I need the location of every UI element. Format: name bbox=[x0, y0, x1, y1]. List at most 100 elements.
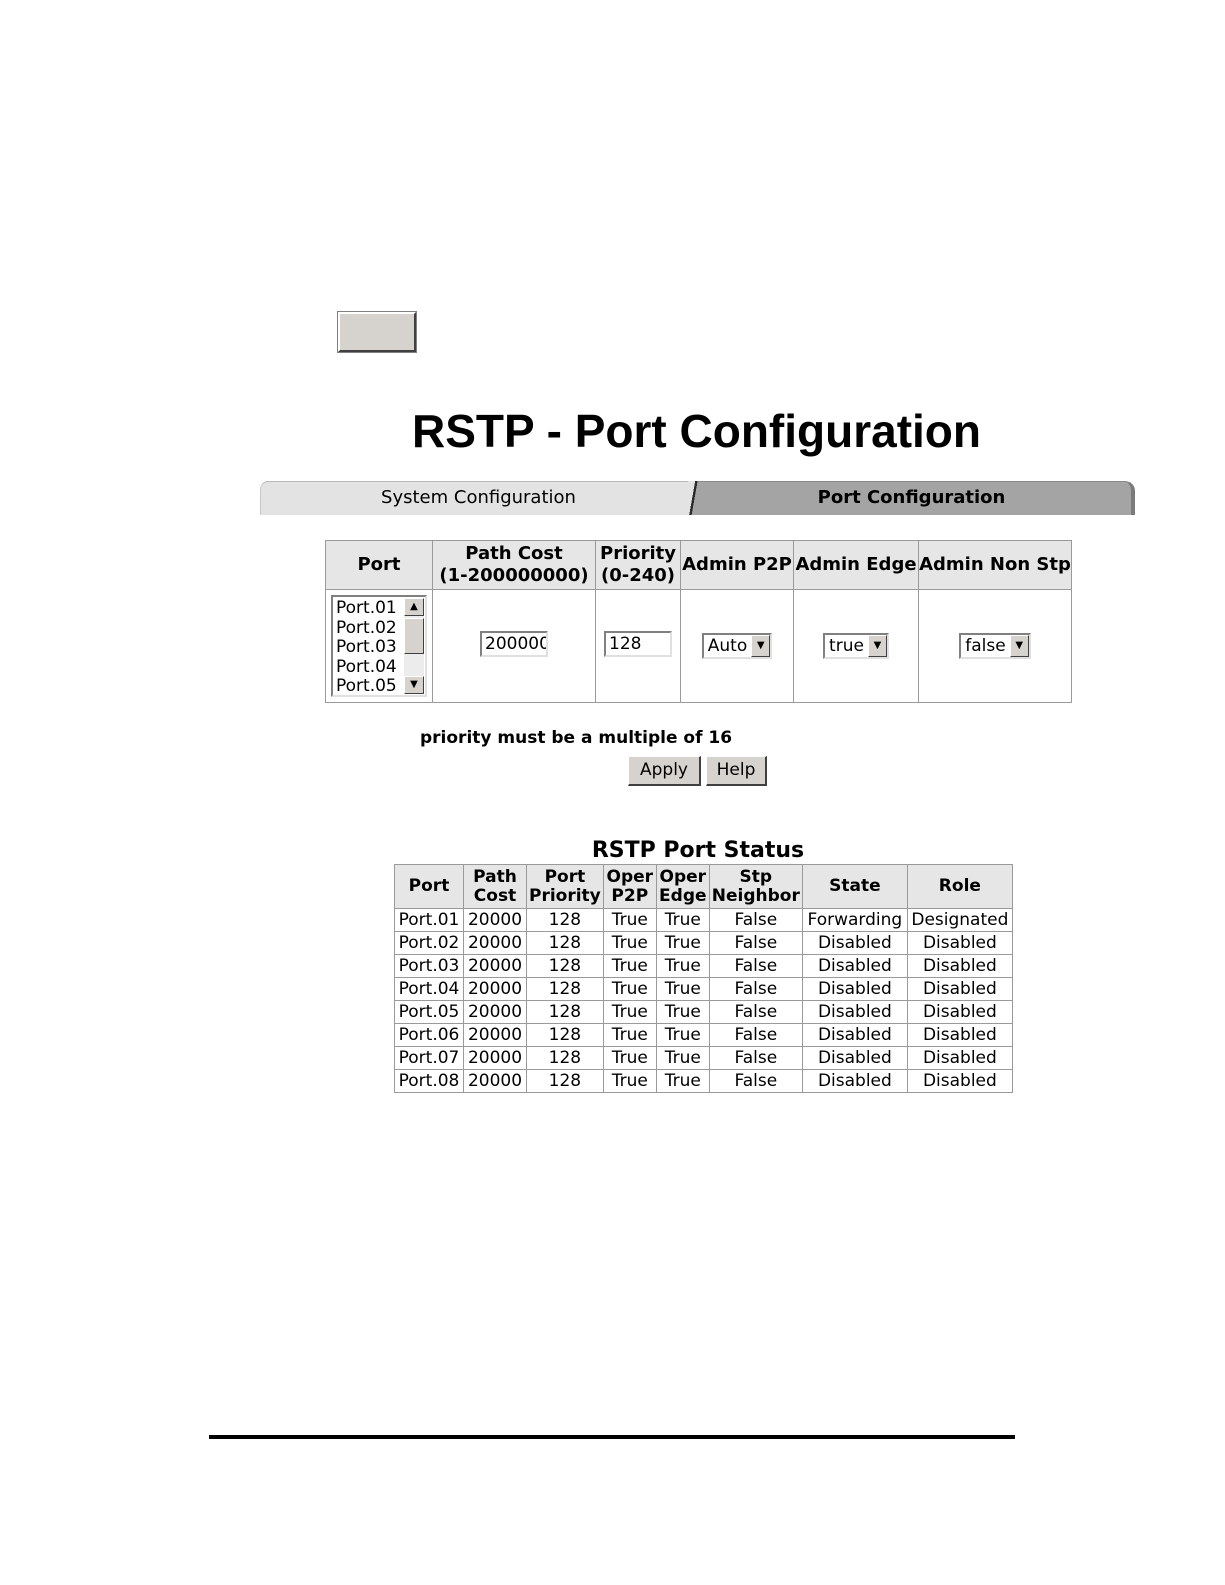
cell-state: Disabled bbox=[801, 1000, 908, 1024]
cell-oper-p2p: True bbox=[602, 1023, 657, 1047]
cell-path-cost: 20000 bbox=[463, 1046, 527, 1070]
cell-oper-p2p: True bbox=[602, 908, 657, 932]
cell-role: Disabled bbox=[906, 1000, 1013, 1024]
admin-edge-select[interactable]: true ▼ bbox=[823, 633, 889, 659]
priority-input[interactable]: 128 bbox=[604, 631, 672, 657]
cell-role: Disabled bbox=[906, 931, 1013, 955]
cell-path-cost: 20000 bbox=[463, 1000, 527, 1024]
cell-path-cost: 20000 bbox=[463, 1069, 527, 1093]
cell-oper-p2p: True bbox=[602, 954, 657, 978]
cell-port: Port.05 bbox=[394, 1000, 464, 1024]
cell-oper-edge: True bbox=[655, 1069, 710, 1093]
port-option[interactable]: Port.04 bbox=[336, 656, 397, 677]
cell-port: Port.01 bbox=[394, 908, 464, 932]
path-cost-input[interactable]: 200000 bbox=[480, 631, 548, 657]
col-header-admin-non-stp: Admin Non Stp bbox=[918, 540, 1072, 590]
cell-state: Disabled bbox=[801, 977, 908, 1001]
port-listbox[interactable]: Port.01 Port.02 Port.03 Port.04 Port.05 … bbox=[331, 595, 427, 697]
dropdown-arrow-icon[interactable]: ▼ bbox=[1009, 635, 1029, 657]
cell-role: Disabled bbox=[906, 1023, 1013, 1047]
cell-role: Disabled bbox=[906, 1046, 1013, 1070]
cell-role: Disabled bbox=[906, 977, 1013, 1001]
priority-cell: 128 bbox=[595, 589, 681, 703]
cell-role: Designated bbox=[906, 908, 1013, 932]
port-cell: Port.01 Port.02 Port.03 Port.04 Port.05 … bbox=[325, 589, 433, 703]
status-header-state: State bbox=[801, 864, 908, 909]
cell-port-priority: 128 bbox=[526, 1023, 604, 1047]
cell-path-cost: 20000 bbox=[463, 1023, 527, 1047]
col-header-admin-edge: Admin Edge bbox=[793, 540, 919, 590]
col-header-path-cost: Path Cost(1-200000000) bbox=[432, 540, 596, 590]
scroll-down-arrow-icon[interactable]: ▼ bbox=[404, 676, 424, 694]
port-option[interactable]: Port.03 bbox=[336, 637, 397, 658]
cell-state: Disabled bbox=[801, 931, 908, 955]
cell-state: Disabled bbox=[801, 1069, 908, 1093]
cell-state: Disabled bbox=[801, 954, 908, 978]
scroll-thumb[interactable] bbox=[404, 618, 424, 654]
port-option[interactable]: Port.01 bbox=[336, 598, 397, 618]
port-option[interactable]: Port.02 bbox=[336, 617, 397, 638]
admin-non-stp-cell: false ▼ bbox=[918, 589, 1072, 703]
cell-oper-p2p: True bbox=[602, 1069, 657, 1093]
page-title: RSTP - Port Configuration bbox=[411, 405, 981, 457]
admin-p2p-select[interactable]: Auto ▼ bbox=[701, 633, 773, 659]
cell-stp-neighbor: False bbox=[708, 977, 803, 1001]
cell-stp-neighbor: False bbox=[708, 1069, 803, 1093]
cell-role: Disabled bbox=[906, 954, 1013, 978]
cell-oper-edge: True bbox=[655, 1023, 710, 1047]
port-listbox-scrollbar[interactable]: ▲ ▼ bbox=[404, 598, 424, 694]
cell-oper-p2p: True bbox=[602, 1000, 657, 1024]
cell-stp-neighbor: False bbox=[708, 954, 803, 978]
cell-port-priority: 128 bbox=[526, 954, 604, 978]
cell-path-cost: 20000 bbox=[463, 931, 527, 955]
cell-state: Disabled bbox=[801, 1023, 908, 1047]
cell-port: Port.04 bbox=[394, 977, 464, 1001]
dropdown-arrow-icon[interactable]: ▼ bbox=[751, 635, 771, 657]
path-cost-cell: 200000 bbox=[432, 589, 596, 703]
tab-port-configuration[interactable]: Port Configuration bbox=[692, 481, 1135, 515]
tab-system-configuration[interactable]: System Configuration bbox=[260, 481, 696, 515]
cell-oper-edge: True bbox=[655, 1000, 710, 1024]
cell-path-cost: 20000 bbox=[463, 977, 527, 1001]
admin-non-stp-select[interactable]: false ▼ bbox=[959, 633, 1031, 659]
cell-port-priority: 128 bbox=[526, 977, 604, 1001]
dropdown-arrow-icon[interactable]: ▼ bbox=[867, 635, 887, 657]
cell-role: Disabled bbox=[906, 1069, 1013, 1093]
footer-rule bbox=[209, 1435, 1015, 1439]
apply-button[interactable]: Apply bbox=[628, 756, 701, 786]
cell-port-priority: 128 bbox=[526, 908, 604, 932]
cell-oper-edge: True bbox=[655, 1046, 710, 1070]
cell-port-priority: 128 bbox=[526, 1069, 604, 1093]
cell-oper-p2p: True bbox=[602, 977, 657, 1001]
cell-port-priority: 128 bbox=[526, 931, 604, 955]
cell-oper-edge: True bbox=[655, 931, 710, 955]
cell-stp-neighbor: False bbox=[708, 1046, 803, 1070]
port-option[interactable]: Port.05 bbox=[336, 676, 397, 697]
cell-port: Port.03 bbox=[394, 954, 464, 978]
cell-oper-edge: True bbox=[655, 954, 710, 978]
blank-button[interactable] bbox=[337, 311, 417, 353]
cell-port: Port.06 bbox=[394, 1023, 464, 1047]
scroll-up-arrow-icon[interactable]: ▲ bbox=[404, 598, 424, 616]
cell-stp-neighbor: False bbox=[708, 1000, 803, 1024]
status-title: RSTP Port Status bbox=[591, 838, 805, 863]
cell-stp-neighbor: False bbox=[708, 931, 803, 955]
tab-bar: System Configuration Port Configuration bbox=[260, 481, 1135, 515]
cell-state: Forwarding bbox=[801, 908, 908, 932]
help-button[interactable]: Help bbox=[706, 756, 767, 786]
cell-port-priority: 128 bbox=[526, 1046, 604, 1070]
port-options: Port.01 Port.02 Port.03 Port.04 Port.05 bbox=[336, 598, 397, 697]
cell-state: Disabled bbox=[801, 1046, 908, 1070]
admin-edge-value: true bbox=[829, 636, 864, 656]
